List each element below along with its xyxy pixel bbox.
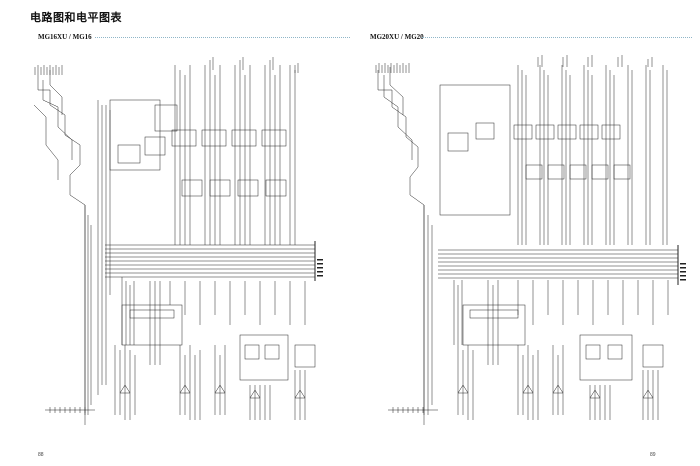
page-number-right: 89	[650, 452, 656, 458]
model-label-left: MG16XU / MG16	[38, 33, 92, 41]
page-number-left: 88	[38, 452, 44, 458]
left-page: 电路图和电平图表 MG16XU / MG16	[30, 11, 350, 458]
model-label-right: MG20XU / MG20	[370, 33, 424, 41]
circuit-diagram-right	[375, 55, 686, 425]
right-page: MG20XU / MG20	[350, 0, 700, 466]
circuit-diagram-left	[33, 57, 323, 425]
page-title: 电路图和电平图表	[30, 11, 122, 24]
divider-right	[422, 37, 692, 38]
divider-left	[95, 37, 350, 38]
